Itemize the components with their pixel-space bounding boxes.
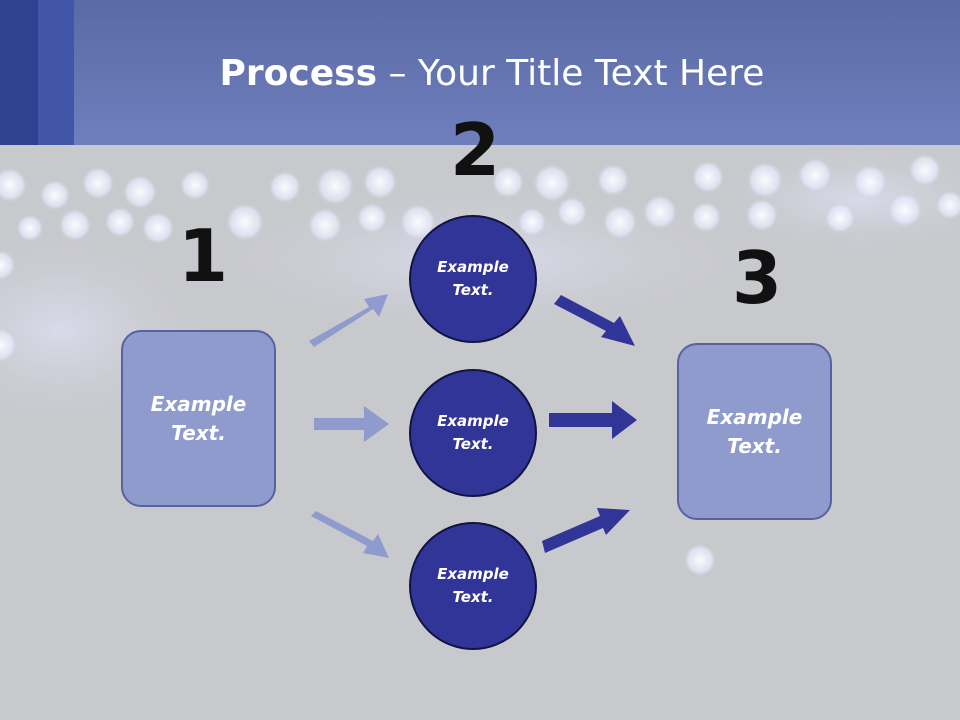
slide-title: Process – Your Title Text Here [0,52,960,96]
circle-middle: Example Text. [409,369,537,497]
slide-title-rest: – Your Title Text Here [377,53,765,94]
right-box: Example Text. [677,343,832,520]
right-box-text: Example Text. [706,404,803,458]
left-box-text: Example Text. [150,391,247,445]
title-bar-accent-mid [38,0,74,145]
step-number-1: 1 [178,214,229,298]
arrow-top-to-right [554,295,635,346]
slide-title-bold: Process [219,53,378,94]
arrow-middle-to-right [549,401,637,439]
circle-bottom: Example Text. [409,522,537,650]
title-bar-accent-dark [0,0,38,145]
arrow-left-to-top [309,294,388,347]
step-number-3: 3 [732,236,783,320]
step-number-2: 2 [450,108,501,192]
arrow-bottom-to-right [542,508,630,553]
circle-middle-text: Example Text. [437,412,509,453]
arrow-left-to-middle [314,406,389,442]
circle-top: Example Text. [409,215,537,343]
circle-bottom-text: Example Text. [437,565,509,606]
title-bar [0,0,960,145]
left-box: Example Text. [121,330,276,507]
circle-top-text: Example Text. [437,258,509,299]
arrow-left-to-bottom [311,511,389,558]
